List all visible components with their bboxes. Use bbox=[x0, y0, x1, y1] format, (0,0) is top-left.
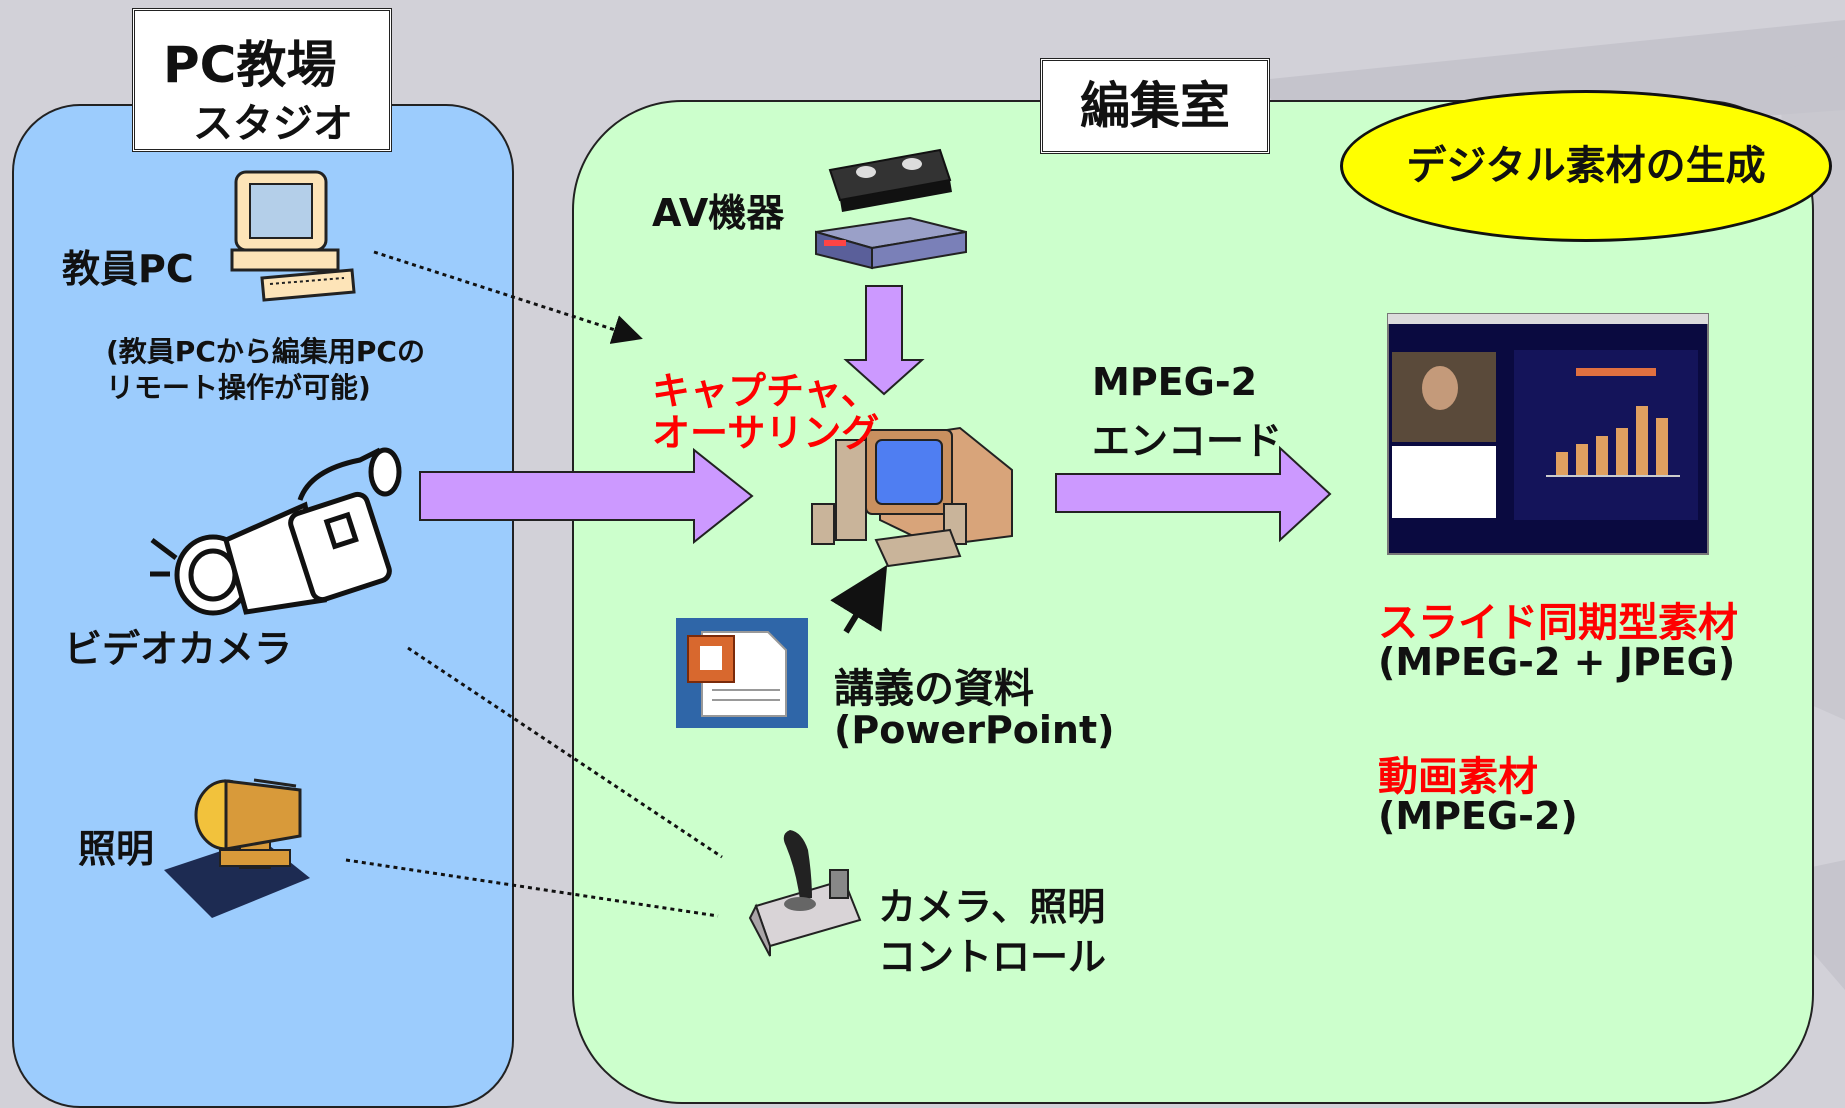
video-format-label: (MPEG-2) bbox=[1378, 794, 1578, 838]
spotlight-icon bbox=[164, 778, 310, 918]
av-equipment-label: AV機器 bbox=[652, 191, 785, 235]
powerpoint-label: (PowerPoint) bbox=[834, 708, 1115, 752]
encode-label-line1: MPEG-2 bbox=[1092, 360, 1258, 404]
slide-sync-material-label: スライド同期型素材 bbox=[1378, 600, 1738, 646]
teacher-pc-label: 教員PC bbox=[62, 247, 194, 291]
digital-material-badge: デジタル素材の生成 bbox=[1340, 90, 1832, 242]
lecture-material-label: 講義の資料 bbox=[834, 666, 1034, 712]
remote-note-line1: (教員PCから編集用PCの bbox=[106, 335, 425, 368]
video-camera-label: ビデオカメラ bbox=[64, 627, 293, 671]
desktop-computer-icon bbox=[811, 426, 1013, 568]
vhs-tape-icon bbox=[828, 148, 952, 212]
control-label-line1: カメラ、照明 bbox=[878, 885, 1106, 929]
studio-title-box: PC教場 スタジオ bbox=[132, 8, 392, 152]
studio-subtitle: スタジオ bbox=[193, 101, 353, 147]
av-to-pc-arrow bbox=[843, 285, 925, 396]
computer-icon bbox=[230, 170, 356, 302]
screenshot-thumbnail bbox=[1387, 313, 1709, 555]
edit-room-title: 編集室 bbox=[1040, 58, 1270, 154]
vcr-icon bbox=[815, 216, 967, 270]
control-label-line2: コントロール bbox=[878, 935, 1107, 979]
remote-note-line2: リモート操作が可能) bbox=[106, 371, 371, 404]
encode-arrow bbox=[1055, 445, 1332, 543]
powerpoint-icon bbox=[676, 618, 808, 728]
studio-title: PC教場 bbox=[163, 36, 337, 94]
material-arrow bbox=[830, 564, 888, 634]
light-control-connector bbox=[345, 858, 719, 918]
encode-label-line2: エンコード bbox=[1092, 419, 1283, 463]
capture-label-line2: オーサリング bbox=[652, 411, 880, 455]
video-material-label: 動画素材 bbox=[1378, 754, 1538, 800]
capture-label-line1: キャプチャ、 bbox=[652, 369, 879, 413]
joystick-icon bbox=[748, 830, 862, 957]
lighting-label: 照明 bbox=[78, 827, 155, 871]
slide-sync-format-label: (MPEG-2 + JPEG) bbox=[1378, 640, 1736, 684]
video-camera-icon bbox=[150, 447, 402, 616]
remote-connector bbox=[373, 250, 643, 344]
camera-control-connector bbox=[407, 646, 723, 859]
camera-to-pc-arrow bbox=[419, 447, 754, 545]
diagram-graphics bbox=[150, 148, 1709, 957]
